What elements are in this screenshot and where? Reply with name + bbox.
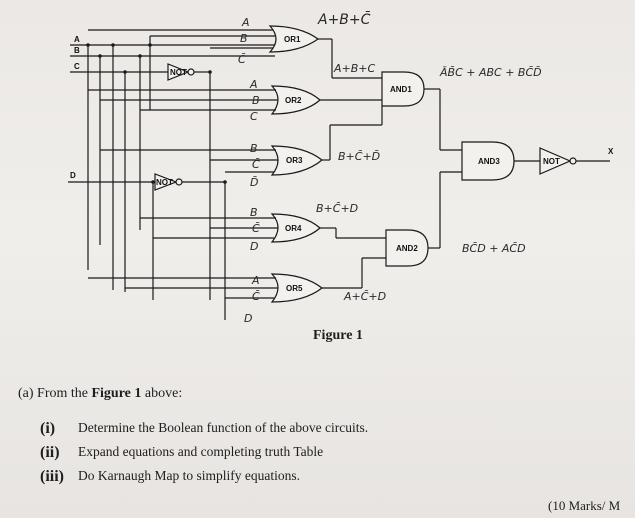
or4-input-d-note: D xyxy=(250,240,258,253)
or4-output-note: B+C̄+D xyxy=(316,202,358,215)
or4-gate-label: OR4 xyxy=(285,224,302,233)
input-c-label: C xyxy=(74,62,80,71)
or2-input-a-note: A xyxy=(249,78,258,91)
question-item-text: Expand equations and completing truth Ta… xyxy=(78,444,324,459)
input-b-label: B xyxy=(74,46,80,55)
question-title-prefix: (a) From the xyxy=(18,386,92,401)
or5-output-note: A+C̄+D xyxy=(343,290,386,303)
not-c-gate-label: NOT xyxy=(170,68,187,77)
or2-gate-label: OR2 xyxy=(285,96,302,105)
or2-input-b-note: B xyxy=(252,94,260,107)
question-title: (a) From the Figure 1 above: xyxy=(18,386,182,402)
or1-output-note: A+B+C̄ xyxy=(317,10,371,28)
or5-input-d-note: D xyxy=(244,312,252,325)
and1-gate-label: AND1 xyxy=(390,85,412,94)
not-d-gate-label: NOT xyxy=(156,178,173,187)
or3-input-b-note: B xyxy=(250,142,258,155)
or3-input-d-note: D̄ xyxy=(250,176,258,189)
or2-output-note: A+B+C xyxy=(333,62,376,75)
question-title-figure-ref: Figure 1 xyxy=(91,386,142,401)
question-item-text: Do Karnaugh Map to simplify equations. xyxy=(78,468,300,483)
input-a-label: A xyxy=(74,35,80,44)
or1-input-b-note: B xyxy=(240,32,248,45)
or5-input-a-note: A xyxy=(251,274,260,287)
question-item-number: (ii) xyxy=(40,444,60,461)
and2-gate-label: AND2 xyxy=(396,244,418,253)
output-x-label: X xyxy=(608,147,614,156)
and1-output-note: ĀB̄C + ABC + BC̄D̄ xyxy=(439,66,542,79)
logic-circuit-diagram: A B C D X NOT NOT OR1 OR2 OR3 OR4 OR5 AN… xyxy=(68,10,614,325)
and2-output-note: BC̄D + AC̄D xyxy=(462,242,526,255)
question-item-number: (i) xyxy=(40,420,56,437)
or5-gate-label: OR5 xyxy=(286,284,303,293)
input-d-label: D xyxy=(70,171,76,180)
or5-input-c-note: C̄ xyxy=(252,290,260,303)
output-not-gate-label: NOT xyxy=(543,157,560,166)
or4-input-c-note: C̄ xyxy=(252,222,260,235)
junction-dots xyxy=(86,43,227,184)
question-title-suffix: above: xyxy=(141,386,183,401)
or3-input-c-note: C̄ xyxy=(252,158,260,171)
or1-input-a-note: A xyxy=(241,16,250,29)
marks-note: (10 Marks/ M xyxy=(548,498,621,513)
figure-caption: Figure 1 xyxy=(313,328,363,343)
and3-gate-label: AND3 xyxy=(478,157,500,166)
or1-input-c-note: C̄ xyxy=(238,53,246,66)
or1-gate-label: OR1 xyxy=(284,35,301,44)
or2-input-c-note: C xyxy=(250,110,258,123)
or3-gate-label: OR3 xyxy=(286,156,303,165)
question-item-text: Determine the Boolean function of the ab… xyxy=(78,420,369,435)
or3-output-note: B+C̄+D̄ xyxy=(338,150,380,163)
or4-input-b-note: B xyxy=(250,206,258,219)
question-item-number: (iii) xyxy=(40,468,64,485)
